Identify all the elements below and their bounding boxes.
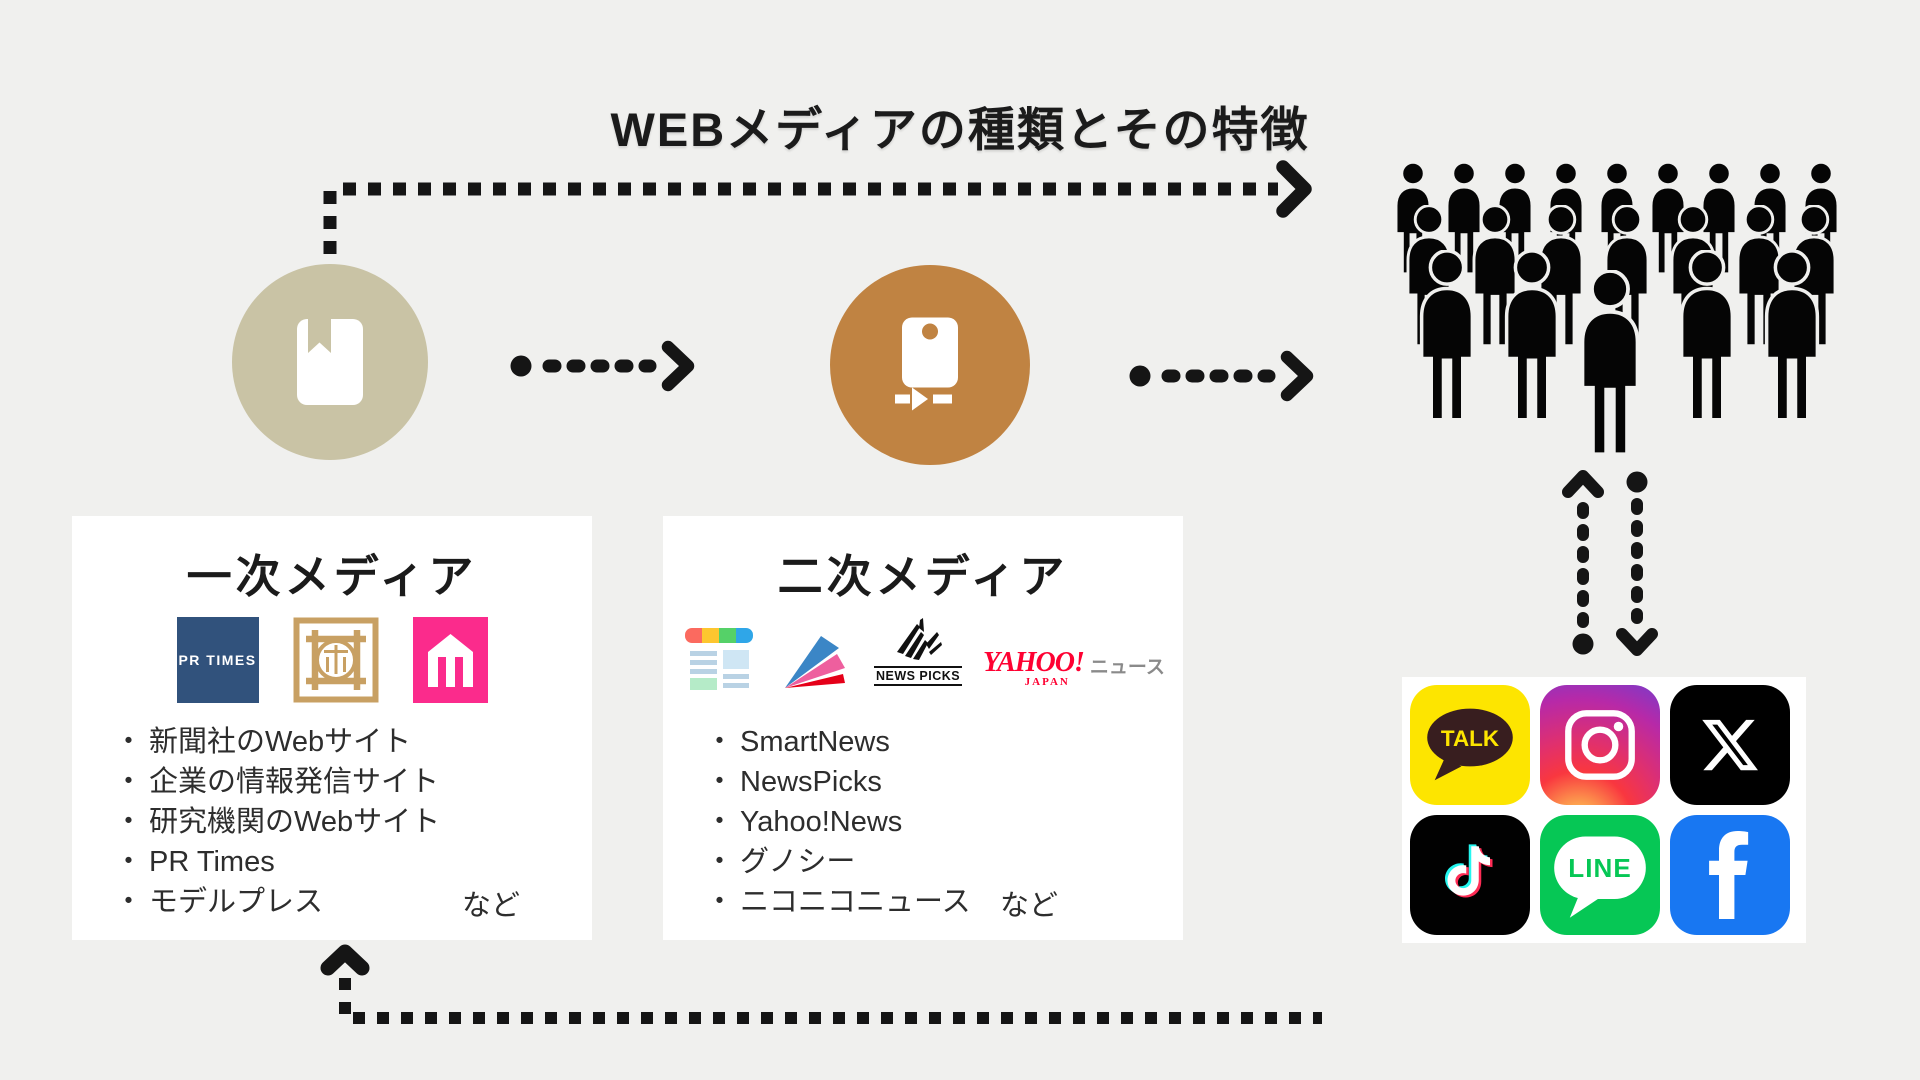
line-icon: LINE xyxy=(1540,815,1660,935)
dotted-arrow-primary-to-audience xyxy=(323,160,1312,254)
primary-media-title: 一次メディア xyxy=(186,551,478,602)
page-title: WEBメディアの種類とその特徴 xyxy=(610,103,1310,157)
forward-article-icon xyxy=(895,317,958,411)
secondary-media-circle xyxy=(830,265,1030,465)
x-icon xyxy=(1670,685,1790,805)
newspicks-logo: NEWS PICKS xyxy=(873,618,963,702)
list-item: ・SmartNews xyxy=(705,726,890,758)
primary-media-box: 一次メディア PR TIMES xyxy=(72,516,592,940)
list-item: ・PR Times xyxy=(114,846,275,878)
audience-crowd-icon xyxy=(1395,162,1839,457)
etc-label: など xyxy=(462,890,521,922)
secondary-media-box: 二次メディア xyxy=(663,516,1183,940)
dashed-arrow-sns-to-audience-up xyxy=(1562,470,1604,655)
secondary-media-list: ・SmartNews ・NewsPicks ・Yahoo!News ・グノシー … xyxy=(705,722,1145,922)
dashed-arrow-secondary-to-audience xyxy=(1129,350,1314,402)
modelpress-logo xyxy=(412,617,488,703)
secondary-media-title: 二次メディア xyxy=(777,551,1069,602)
secondary-logo-row: NEWS PICKS YAHOO! JAPAN ニュース xyxy=(663,614,1183,706)
list-item: ・研究機関のWebサイト xyxy=(114,806,441,838)
tiktok-icon xyxy=(1410,815,1530,935)
gunosy-logo xyxy=(785,636,846,688)
smartnews-logo xyxy=(681,625,758,695)
primary-logo-row: PR TIMES xyxy=(72,614,592,706)
list-item: ・企業の情報発信サイト xyxy=(114,766,440,798)
list-item: ・モデルプレス xyxy=(114,886,324,918)
list-item: ・グノシー xyxy=(705,846,856,878)
svg-text:TALK: TALK xyxy=(1441,726,1499,751)
list-item: ・ニコニコニュース xyxy=(705,886,971,918)
sns-panel: TALK xyxy=(1402,677,1806,943)
dotted-arrow-return-to-primary xyxy=(320,944,1322,1024)
dashed-arrow-primary-to-secondary xyxy=(510,340,695,392)
kakaotalk-icon: TALK xyxy=(1410,685,1530,805)
etc-label: など xyxy=(1000,890,1059,922)
primary-media-list: ・新聞社のWebサイト ・企業の情報発信サイト ・研究機関のWebサイト ・PR… xyxy=(114,722,554,922)
primary-media-circle xyxy=(232,264,428,460)
list-item: ・Yahoo!News xyxy=(705,806,903,838)
list-item: ・NewsPicks xyxy=(705,766,882,798)
svg-text:LINE: LINE xyxy=(1568,853,1631,883)
newspicks-mark xyxy=(897,618,943,660)
facebook-icon xyxy=(1670,815,1790,935)
gold-crest-logo xyxy=(293,617,378,703)
book-icon xyxy=(297,319,363,405)
list-item: ・新聞社のWebサイト xyxy=(114,726,412,758)
pr-times-logo: PR TIMES xyxy=(176,617,259,703)
dashed-arrow-audience-to-sns-down xyxy=(1616,471,1658,656)
yahoo-news-logo: YAHOO! JAPAN ニュース xyxy=(983,647,1165,689)
instagram-icon xyxy=(1540,685,1660,805)
